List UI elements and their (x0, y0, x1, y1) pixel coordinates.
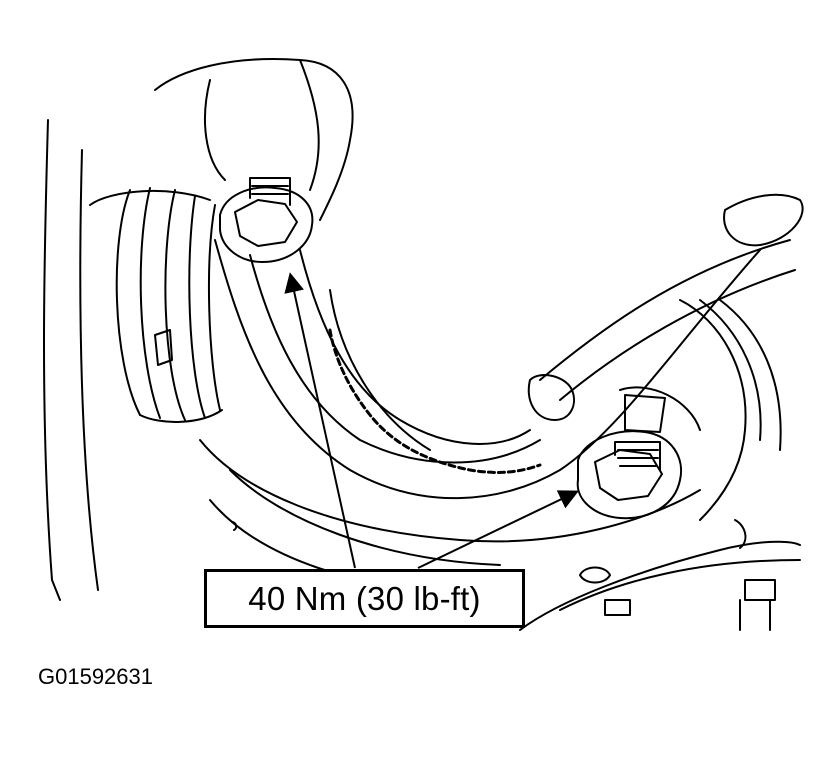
frame-rail-left (43, 119, 61, 601)
bushing-housing (89, 187, 223, 423)
torque-callout-box: 40 Nm (30 lb-ft) (204, 569, 525, 628)
stabilizer-tube (527, 193, 804, 421)
callout-leaders (284, 272, 580, 569)
frame-rail-left-inner (79, 149, 99, 591)
upper-housing (154, 58, 354, 221)
rear-housing (519, 299, 801, 631)
torque-value-label: 40 Nm (30 lb-ft) (248, 579, 481, 617)
control-arm (199, 239, 761, 596)
small-hole (231, 521, 238, 531)
upper-housing-inner (204, 79, 226, 181)
leader-to-upper-bolt (284, 272, 356, 569)
leader-to-lower-bolt (417, 490, 580, 569)
lower-bolt (576, 430, 683, 520)
figure-id: G01592631 (38, 664, 153, 689)
upper-bolt (219, 177, 314, 263)
